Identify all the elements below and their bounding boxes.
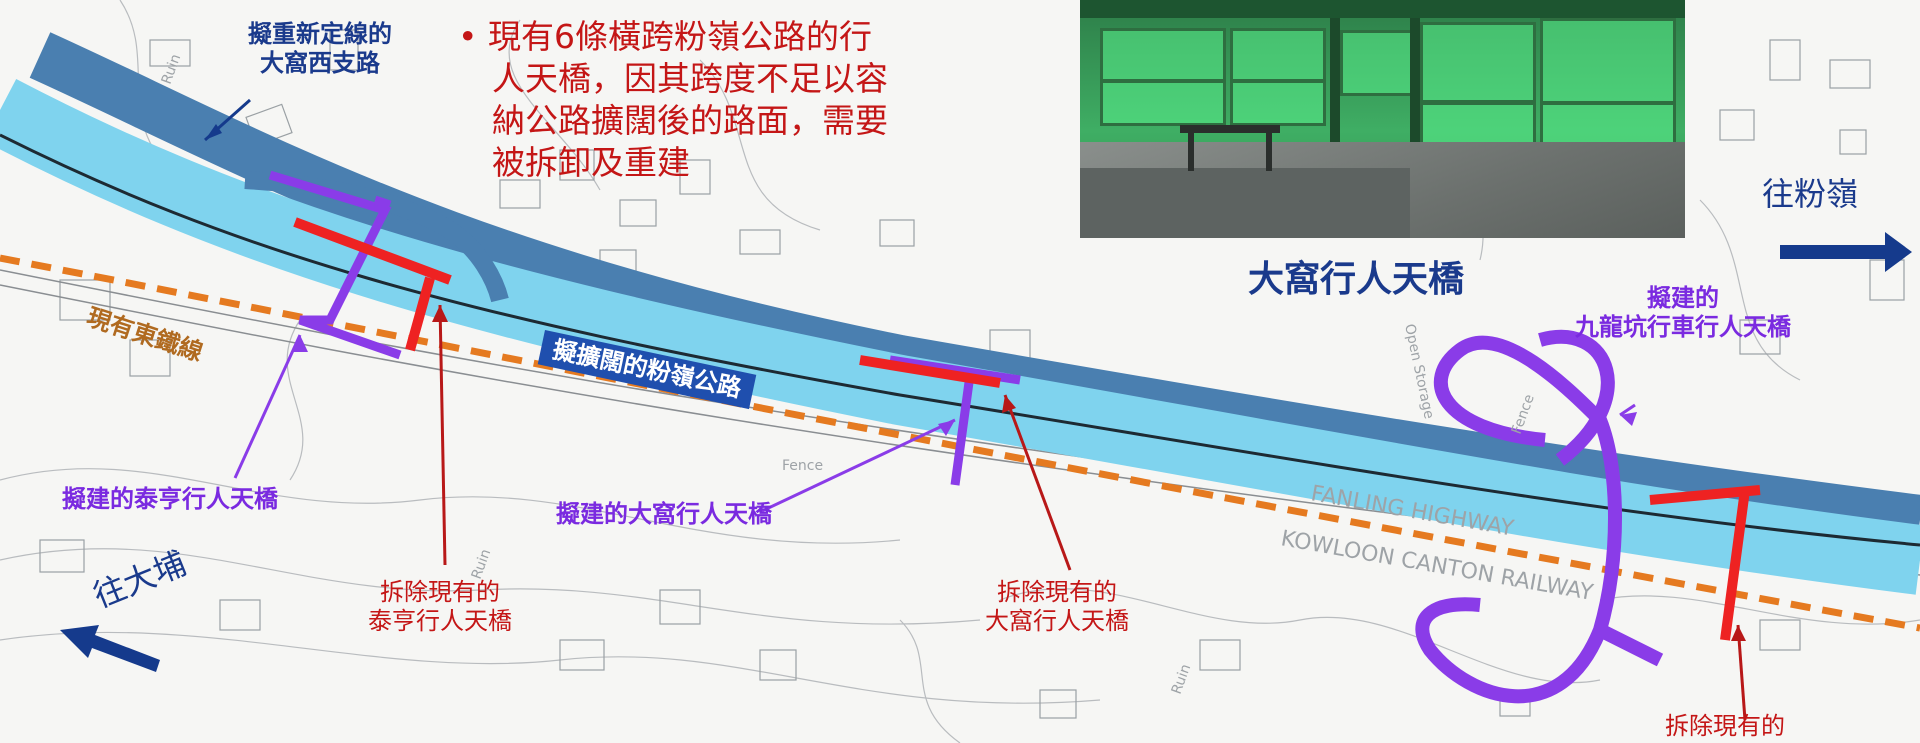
demolish-bottom-label: 拆除現有的 [1665, 712, 1785, 740]
demolish-bridges [293, 217, 1761, 641]
to-fanling-arrow [1780, 232, 1912, 272]
demolish-taiwo-label: 拆除現有的 大窩行人天橋 [985, 578, 1129, 635]
demolish-kowloonhang-bridge [1649, 485, 1761, 641]
photo-caption: 大窩行人天橋 [1248, 259, 1465, 300]
proposed-taihang-stub [373, 195, 392, 210]
proposed-kowloonhang-label: 擬建的 九龍坑行車行人天橋 [1575, 284, 1791, 341]
fence-text-2: Fence [782, 458, 823, 474]
arrowhead-red-2 [1002, 395, 1016, 413]
fence-text-1: Fence [1509, 392, 1538, 436]
realign-branch-label: 擬重新定線的 大窩西支路 [248, 20, 392, 77]
arrowhead-purple-1 [292, 335, 308, 352]
leader-arrows-purple [233, 334, 1636, 514]
demolish-taihang-label: 拆除現有的 泰亨行人天橋 [368, 578, 512, 635]
proposed-taiwo-label: 擬建的大窩行人天橋 [556, 500, 772, 528]
proposed-taihang-bridge [268, 170, 402, 360]
arrowhead-red-1 [432, 305, 448, 322]
open-storage-text: Open Storage [1401, 323, 1437, 421]
arrowhead-purple-3 [1620, 412, 1637, 426]
proposed-taihang-label: 擬建的泰亨行人天橋 [62, 485, 278, 513]
arrowheads [205, 124, 1746, 641]
ruin-text-1: Ruin [159, 52, 185, 86]
kowloon-hang-bridge [1415, 329, 1664, 704]
arrowhead-red-3 [1731, 625, 1746, 641]
ruin-text-2: Ruin [1169, 662, 1195, 696]
direction-arrows [60, 232, 1912, 672]
to-fanling-label: 往粉嶺 [1762, 175, 1859, 213]
to-taipo-arrow [60, 625, 160, 672]
demolish-taiwo-bridge [859, 355, 1001, 388]
ruin-text-3: Ruin [469, 547, 495, 581]
bullet-note: • 現有6條橫跨粉嶺公路的行 人天橋，因其跨度不足以容 納公路擴闊後的路面，需要… [458, 17, 888, 182]
taiwo-footbridge-photo [1080, 0, 1685, 238]
proposed-bridges [268, 170, 1021, 486]
arrowhead-purple-2 [938, 420, 955, 436]
arrowhead-blue [205, 124, 222, 140]
proposed-taiwo-bridge [889, 355, 1021, 486]
demolish-taihang-bridge [293, 217, 452, 352]
